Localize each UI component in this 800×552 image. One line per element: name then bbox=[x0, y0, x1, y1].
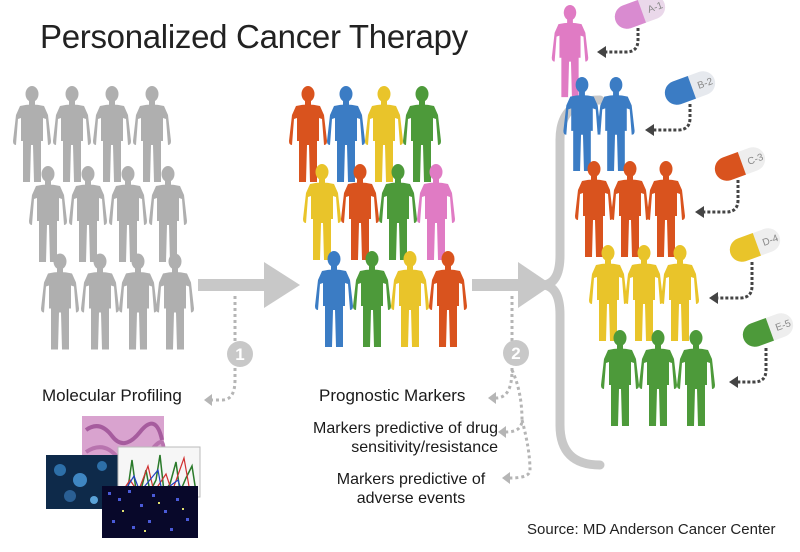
molecular-data-images bbox=[46, 416, 201, 538]
capsule-c3: C-3 bbox=[714, 147, 765, 181]
adverse-events-label: Markers predictive of adverse events bbox=[318, 470, 504, 508]
step-2-number: 2 bbox=[511, 344, 520, 363]
sensitivity-markers-label: Markers predictive of drug sensitivity/r… bbox=[274, 419, 498, 457]
person-figure bbox=[563, 76, 601, 172]
capsule-a1: A-1 bbox=[614, 0, 666, 29]
capsule-connectors bbox=[606, 28, 768, 384]
person-figure bbox=[611, 161, 649, 257]
person-figure bbox=[353, 251, 391, 347]
person-figure bbox=[41, 253, 79, 350]
molecular-profiling-label: Molecular Profiling bbox=[42, 386, 182, 405]
person-figure bbox=[575, 161, 613, 257]
adverse-line-2: adverse events bbox=[356, 490, 466, 507]
source-credit: Source: MD Anderson Cancer Center bbox=[527, 521, 776, 538]
step-2-badge: 2 bbox=[503, 340, 529, 366]
sensitivity-line-1: Markers predictive of drug bbox=[313, 420, 498, 437]
person-figure bbox=[661, 245, 699, 341]
person-figure bbox=[597, 76, 635, 172]
person-figure bbox=[589, 245, 627, 341]
step-1-badge: 1 bbox=[227, 341, 253, 367]
person-figure bbox=[303, 164, 341, 260]
person-figure bbox=[429, 251, 467, 347]
microarray-image bbox=[102, 486, 198, 538]
untreated-population bbox=[13, 86, 194, 350]
adverse-line-1: Markers predictive of bbox=[336, 471, 486, 488]
capsule-d4-label: D-4 bbox=[761, 233, 780, 249]
capsule-a1-label: A-1 bbox=[646, 0, 665, 16]
grouping-bracket bbox=[541, 95, 605, 470]
capsule-arrowheads bbox=[597, 46, 738, 388]
arrow-1 bbox=[198, 262, 300, 308]
capsule-e5-label: E-5 bbox=[774, 318, 793, 334]
person-figure bbox=[647, 161, 685, 257]
sensitivity-line-2: sensitivity/resistance bbox=[351, 439, 498, 456]
person-figure bbox=[379, 164, 417, 260]
person-figure bbox=[156, 253, 194, 350]
person-figure bbox=[341, 164, 379, 260]
person-figure bbox=[625, 245, 663, 341]
person-figure bbox=[601, 330, 639, 426]
capsule-b2-label: B-2 bbox=[696, 76, 715, 92]
capsule-c3-label: C-3 bbox=[746, 152, 765, 168]
therapy-groups bbox=[551, 4, 715, 426]
person-figure bbox=[677, 330, 715, 426]
person-figure bbox=[417, 164, 455, 260]
dotted-connectors bbox=[212, 296, 532, 480]
dotted-arrowheads bbox=[204, 392, 510, 484]
drug-capsules: A-1 B-2 C-3 D-4 E-5 bbox=[614, 0, 794, 347]
person-figure bbox=[391, 251, 429, 347]
capsule-e5: E-5 bbox=[742, 313, 794, 347]
step-1-number: 1 bbox=[235, 345, 244, 364]
diagram-title: Personalized Cancer Therapy bbox=[40, 18, 468, 55]
capsule-d4: D-4 bbox=[729, 228, 780, 262]
person-figure bbox=[639, 330, 677, 426]
profiled-population bbox=[289, 86, 467, 347]
capsule-b2: B-2 bbox=[664, 71, 716, 105]
prognostic-markers-label: Prognostic Markers bbox=[319, 386, 466, 405]
person-figure bbox=[315, 251, 353, 347]
person-figure bbox=[119, 253, 157, 350]
person-figure bbox=[81, 253, 119, 350]
arrow-2 bbox=[472, 262, 552, 308]
